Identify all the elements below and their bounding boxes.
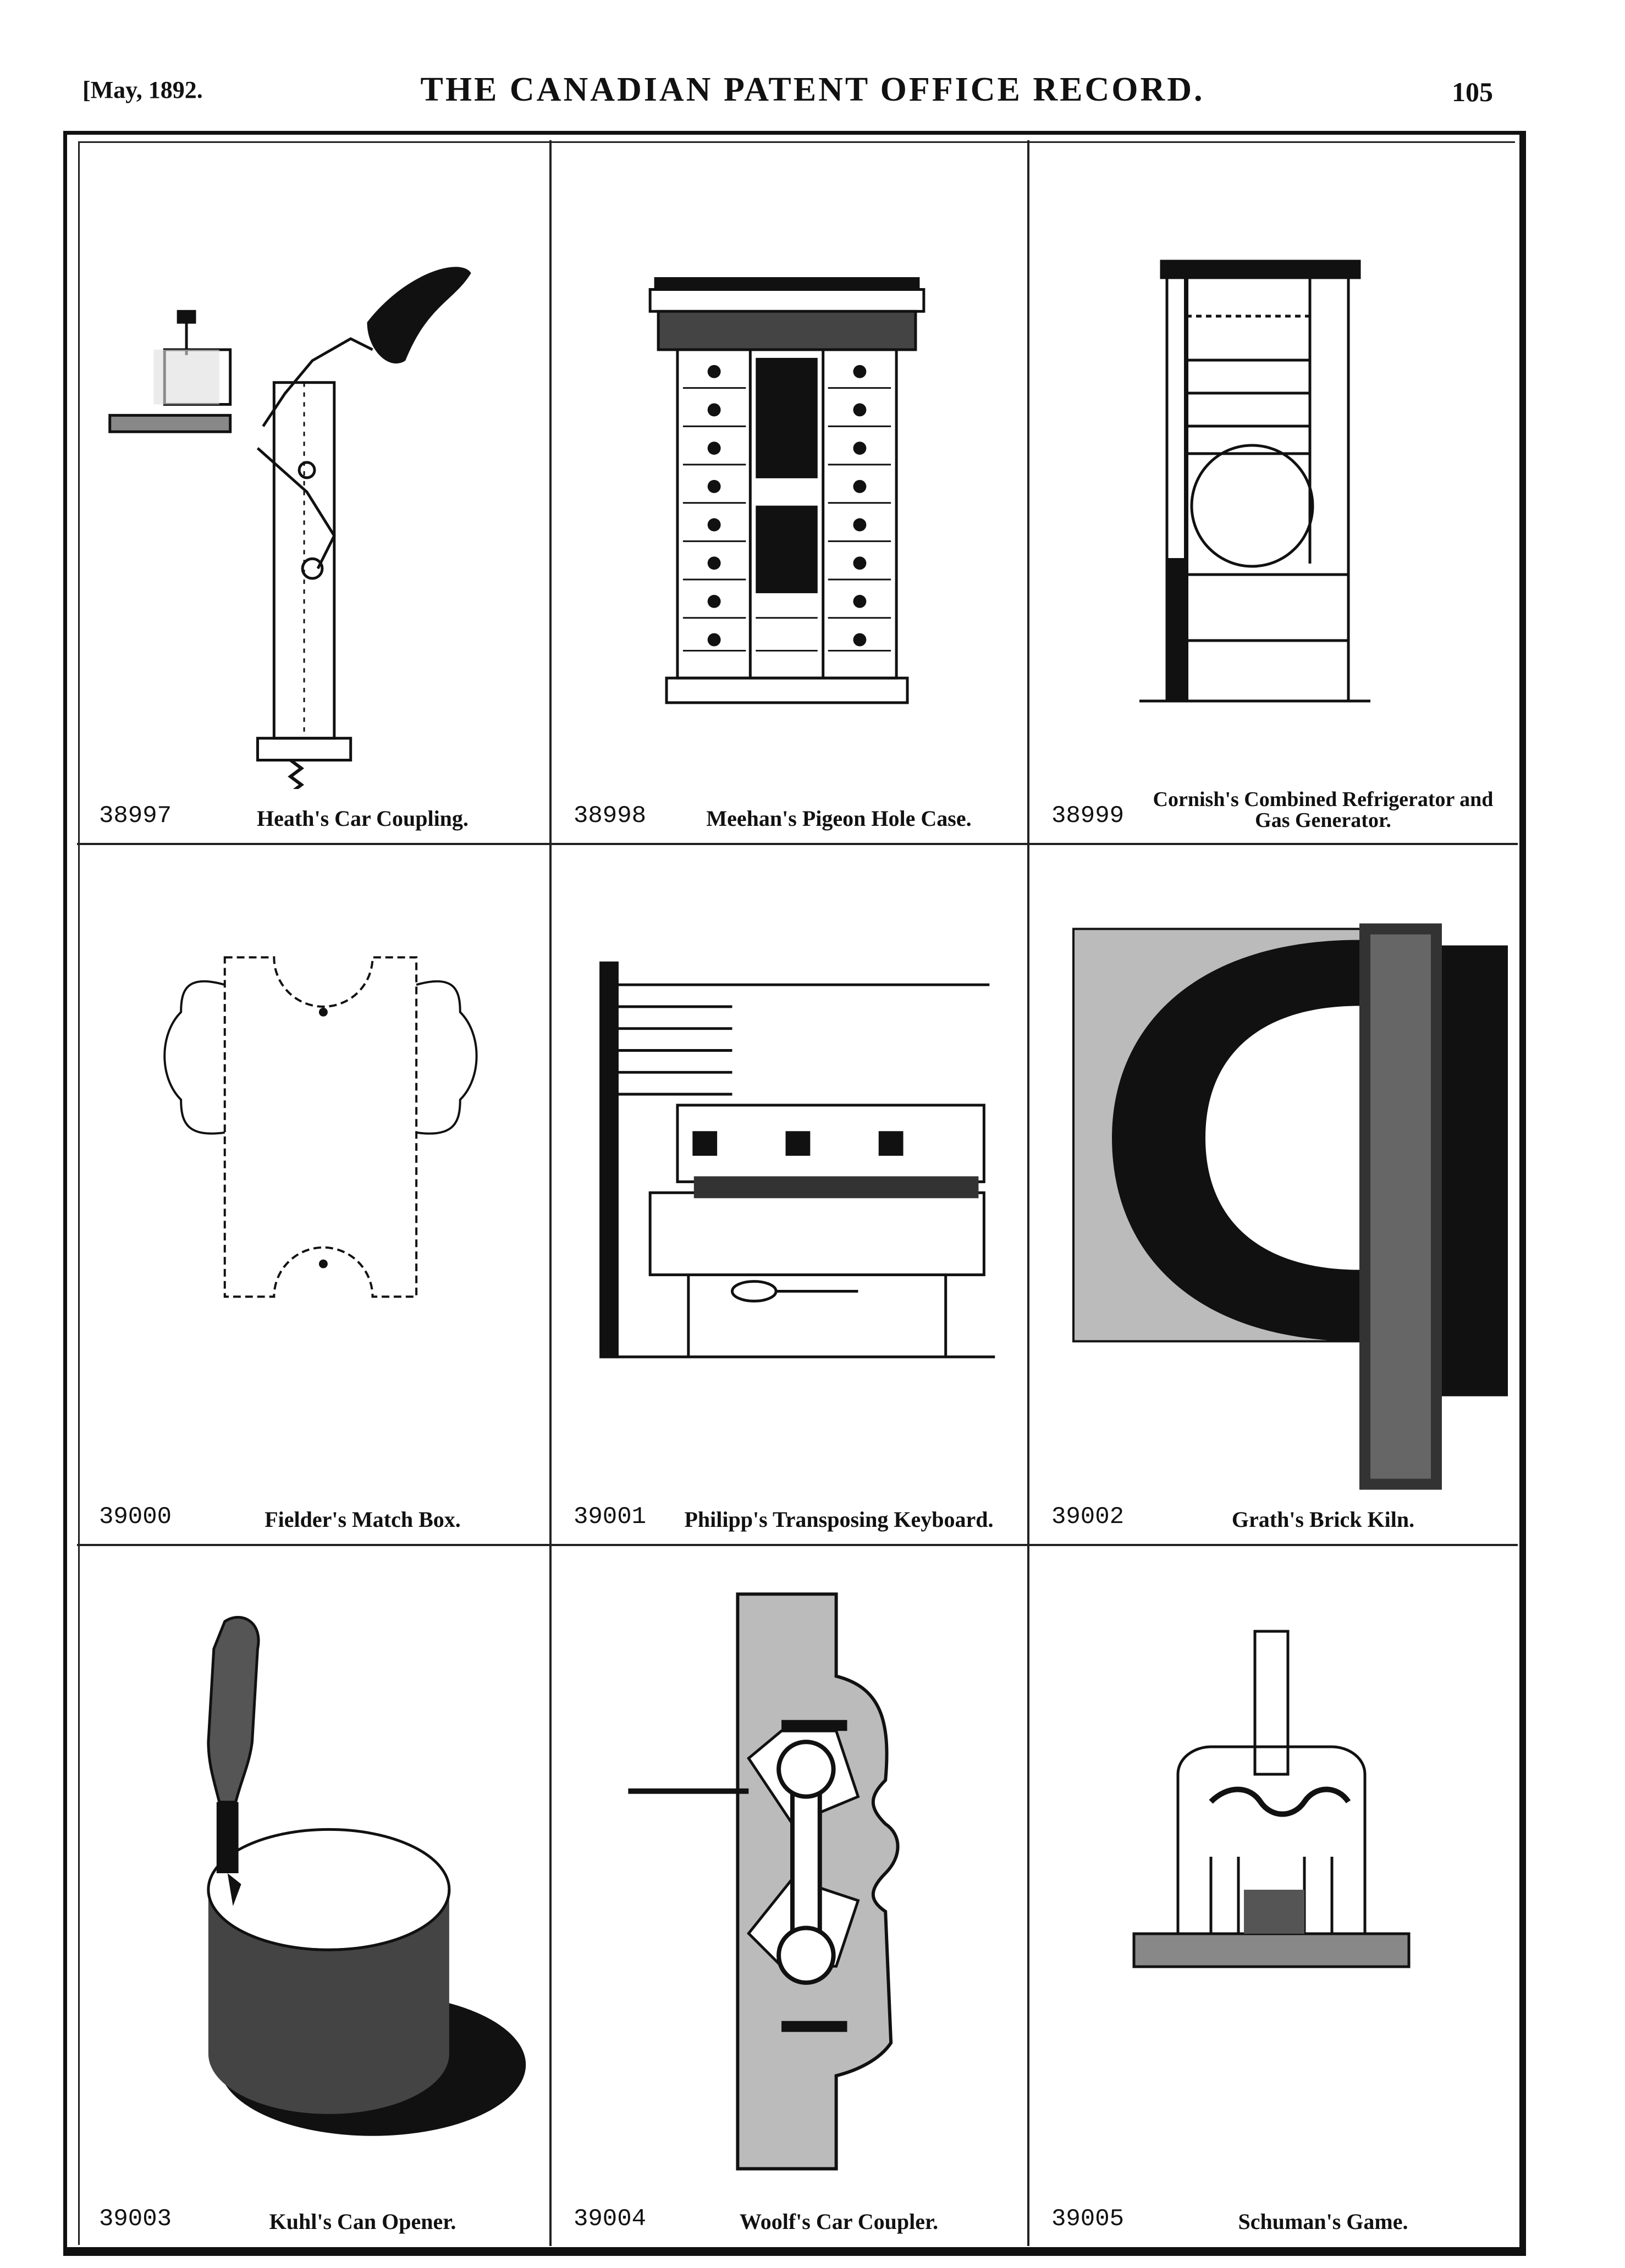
patent-title: Meehan's Pigeon Hole Case.	[706, 806, 972, 831]
patent-title: Cornish's Combined Refrigerator and Gas …	[1153, 788, 1494, 832]
patent-number: 39000	[99, 1503, 172, 1531]
patent-cell: 39001 Philipp's Transposing Keyboard.	[552, 845, 1029, 1546]
issue-date: [May, 1892.	[82, 76, 203, 103]
patent-title: Fielder's Match Box.	[265, 1507, 461, 1532]
patent-cell: 38998 Meehan's Pigeon Hole Case.	[552, 140, 1029, 845]
patent-title: Heath's Car Coupling.	[257, 806, 469, 831]
patent-drawing	[1029, 845, 1518, 1494]
patent-drawing	[77, 140, 549, 789]
patent-cell: 38999 Cornish's Combined Refrigerator an…	[1029, 140, 1518, 845]
page-number: 105	[1452, 76, 1493, 107]
patent-cell: 39004 Woolf's Car Coupler.	[552, 1546, 1029, 2246]
patent-drawing	[552, 845, 1027, 1494]
patent-title: Schuman's Game.	[1238, 2209, 1408, 2234]
patent-number: 39005	[1051, 2205, 1125, 2233]
patent-cell: 39003 Kuhl's Can Opener.	[77, 1546, 552, 2246]
patent-drawing	[552, 140, 1027, 789]
patent-title: Woolf's Car Coupler.	[739, 2209, 939, 2234]
patent-grid: 38997 Heath's Car Coupling.	[77, 140, 1518, 2246]
patent-drawing	[77, 845, 549, 1494]
patent-number: 38997	[99, 802, 172, 830]
patent-title: Grath's Brick Kiln.	[1231, 1507, 1415, 1532]
patent-number: 39002	[1051, 1503, 1125, 1531]
patent-cell: 38997 Heath's Car Coupling.	[77, 140, 552, 845]
patent-drawing	[77, 1546, 549, 2195]
patent-number: 39003	[99, 2205, 172, 2233]
patent-cell: 39005 Schuman's Game.	[1029, 1546, 1518, 2246]
patent-number: 38998	[574, 802, 647, 830]
patent-number: 38999	[1051, 802, 1125, 830]
patent-number: 39001	[574, 1503, 647, 1531]
patent-cell: 39002 Grath's Brick Kiln.	[1029, 845, 1518, 1546]
publication-title: THE CANADIAN PATENT OFFICE RECORD.	[420, 71, 1205, 108]
patent-drawing	[1029, 140, 1518, 789]
patent-title: Philipp's Transposing Keyboard.	[684, 1507, 994, 1532]
patent-title: Kuhl's Can Opener.	[269, 2209, 456, 2234]
patent-number: 39004	[574, 2205, 647, 2233]
page-frame	[63, 131, 1526, 2256]
patent-drawing	[552, 1546, 1027, 2195]
patent-cell: 39000 Fielder's Match Box.	[77, 845, 552, 1546]
patent-drawing	[1029, 1546, 1518, 2195]
page-header: [May, 1892. THE CANADIAN PATENT OFFICE R…	[0, 0, 1625, 126]
